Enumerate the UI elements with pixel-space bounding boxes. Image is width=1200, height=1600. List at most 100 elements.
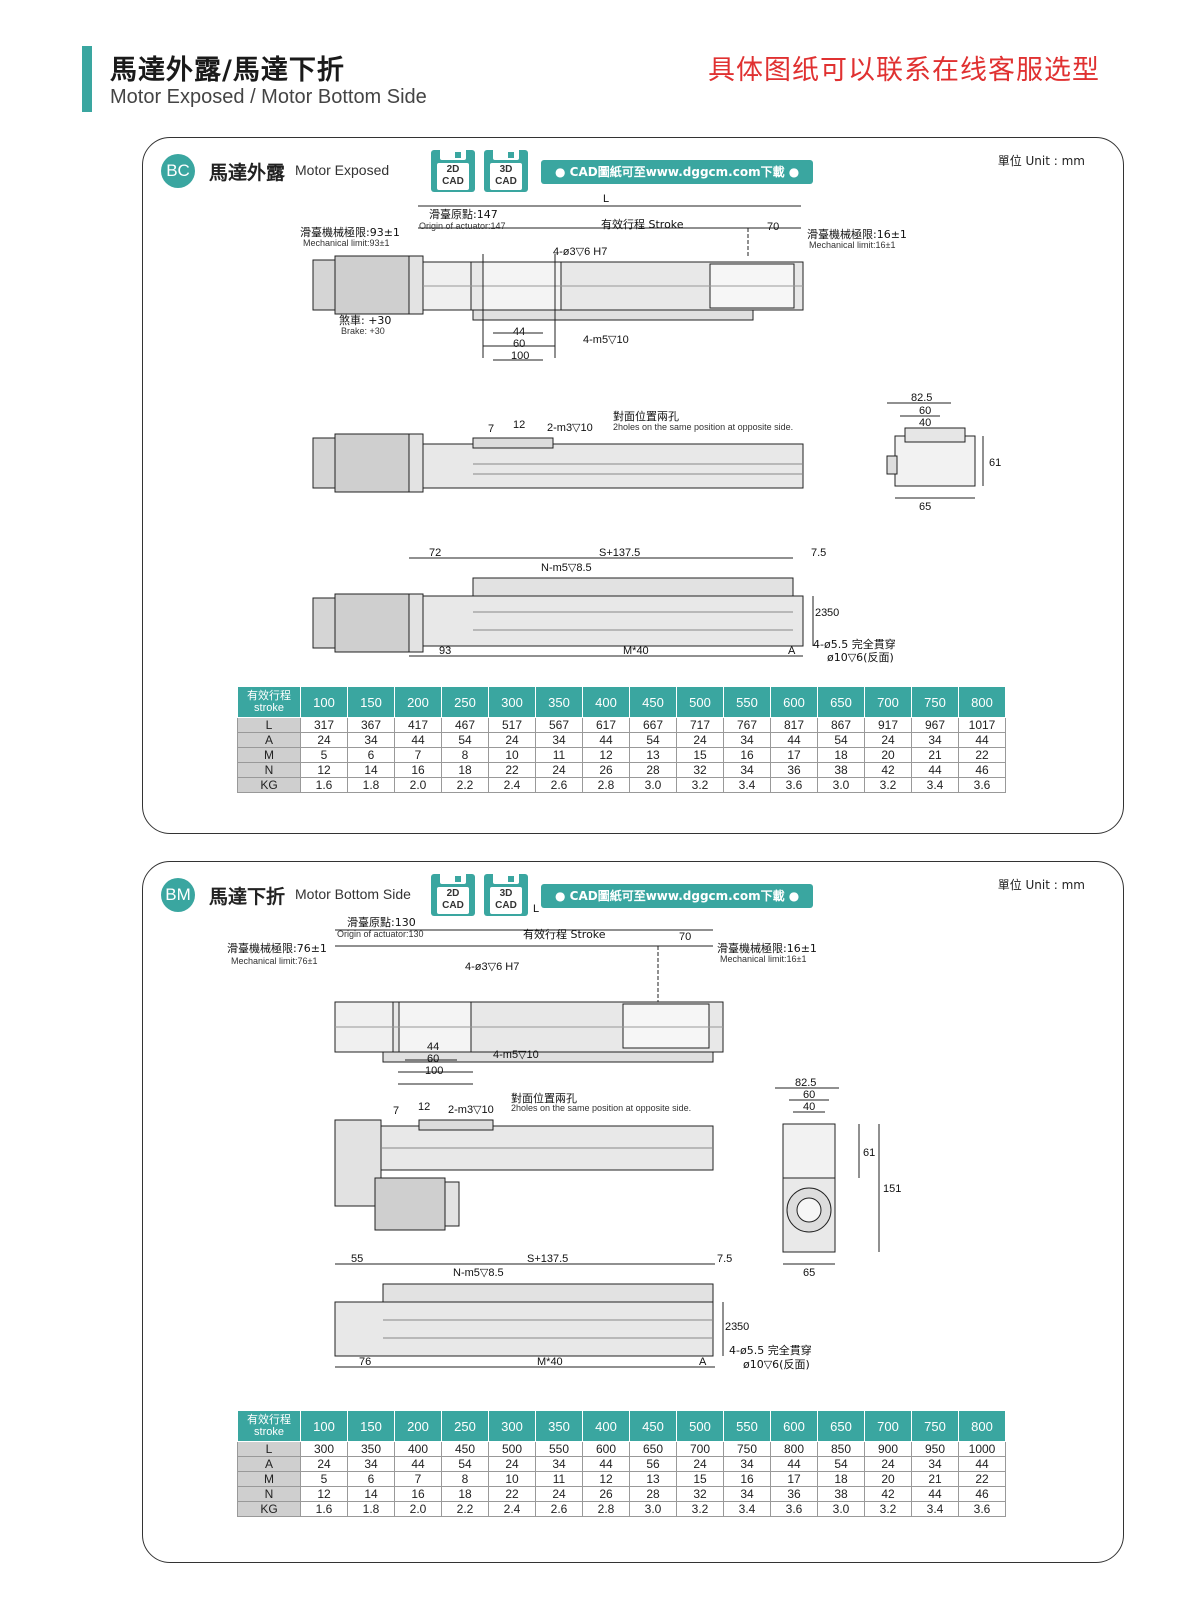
dim-76: 76 [359,1356,371,1368]
table-cell: 46 [958,1486,1006,1502]
table-cell: 700 [676,1441,724,1457]
table-cell: 3.4 [723,1501,771,1517]
table-cell: 7 [394,747,442,763]
mech-left-zh: 滑臺機械極限:93±1 [300,225,400,239]
mech-right-en: Mechanical limit:16±1 [809,240,895,250]
table-cell: 22 [958,1471,1006,1487]
table-cell: 16 [723,747,771,763]
table-cell: 44 [911,762,959,778]
dim-s-len: S+137.5 [599,547,640,559]
opposite-zh: 對面位置兩孔 [511,1091,577,1105]
table-cell: 24 [864,1456,912,1472]
table-cell: 2.4 [488,1501,536,1517]
cad-3d-icon[interactable]: 3D CAD [484,150,528,192]
stroke-cell: 100 [300,686,348,718]
table-cell: 917 [864,717,912,733]
table-cell: 38 [817,762,865,778]
table-cell: 867 [817,717,865,733]
table-cell: 3.6 [770,1501,818,1517]
table-cell: 28 [629,1486,677,1502]
table-cell: 16 [394,762,442,778]
table-cell: N [237,1486,301,1502]
table-cell: 1.6 [300,1501,348,1517]
table-cell: 44 [394,1456,442,1472]
table-cell: M [237,747,301,763]
table-cell: 20 [864,1471,912,1487]
stroke-cell: 450 [629,686,677,718]
cad-download-link[interactable]: ● CAD圖紙可至www.dggcm.com下載 ● [541,884,814,908]
table-cell: 18 [441,762,489,778]
stroke-label: 有效行程 Stroke [523,927,606,941]
table-cell: 567 [535,717,583,733]
mech-right-zh: 滑臺機械極限:16±1 [717,941,817,955]
table-cell: 8 [441,747,489,763]
stroke-cell: 650 [817,686,865,718]
dim-100: 100 [425,1065,443,1077]
dim-s-len: S+137.5 [527,1253,568,1265]
cad-2d-icon[interactable]: 2D CAD [431,874,475,916]
stroke-cell: 800 [958,686,1006,718]
dim-60: 60 [513,338,525,350]
cad-2d-icon[interactable]: 2D CAD [431,150,475,192]
unit-label: 單位 Unit : mm [997,878,1085,892]
table-cell: 18 [817,1471,865,1487]
table-cell: 21 [911,747,959,763]
dim-a: A [788,645,796,657]
table-cell: 10 [488,747,536,763]
table-cell: 42 [864,1486,912,1502]
dim-44: 44 [427,1041,439,1053]
cad-3d-icon[interactable]: 3D CAD [484,874,528,916]
cad-download-link[interactable]: ● CAD圖紙可至www.dggcm.com下載 ● [541,160,814,184]
table-cell: 900 [864,1441,912,1457]
table-cell: 2.6 [535,1501,583,1517]
table-cell: 3.4 [911,1501,959,1517]
table-cell: 22 [958,747,1006,763]
table-cell: 6 [347,1471,395,1487]
table-cell: A [237,1456,301,1472]
table-cell: 3.2 [864,777,912,793]
table-cell: 21 [911,1471,959,1487]
stroke-cell: 350 [535,1410,583,1442]
dim-7-5: 7.5 [717,1253,732,1265]
section-title-zh: 馬達外露 [209,162,286,184]
cad-download-text: CAD圖紙可至www.dggcm.com下載 [569,889,785,903]
section-title-zh: 馬達下折 [209,886,286,908]
table-cell: 12 [300,762,348,778]
origin-zh: 滑臺原點:130 [347,915,416,929]
cad-2d-label: 2D CAD [437,887,469,914]
table-cell: 1000 [958,1441,1006,1457]
table-cell: 26 [582,1486,630,1502]
table-cell: 367 [347,717,395,733]
stroke-cell: 750 [911,686,959,718]
table-cell: M [237,1471,301,1487]
table-cell: 18 [441,1486,489,1502]
mech-left-en: Mechanical limit:76±1 [231,956,317,966]
table-cell: 44 [770,732,818,748]
hole-m5: 4-m5▽10 [493,1049,539,1061]
dim-12: 12 [418,1101,430,1113]
section-badge: BM [161,878,195,912]
origin-en: Origin of actuator:130 [337,929,424,939]
table-cell: A [237,732,301,748]
table-cell: 16 [394,1486,442,1502]
hole-n-m5: N-m5▽8.5 [541,562,592,574]
table-cell: 24 [300,1456,348,1472]
table-cell: 44 [582,1456,630,1472]
cad-2d-label: 2D CAD [437,163,469,190]
dim-61: 61 [989,457,1001,469]
title-accent-bar [82,46,92,112]
table-cell: 3.6 [958,777,1006,793]
table-cell: 3.0 [817,777,865,793]
table-cell: 38 [817,1486,865,1502]
table-cell: 717 [676,717,724,733]
table-cell: 3.4 [723,777,771,793]
table-cell: 2.8 [582,1501,630,1517]
page-title-zh: 馬達外露/馬達下折 [110,55,345,86]
dim-151: 151 [883,1183,901,1195]
table-cell: 13 [629,747,677,763]
